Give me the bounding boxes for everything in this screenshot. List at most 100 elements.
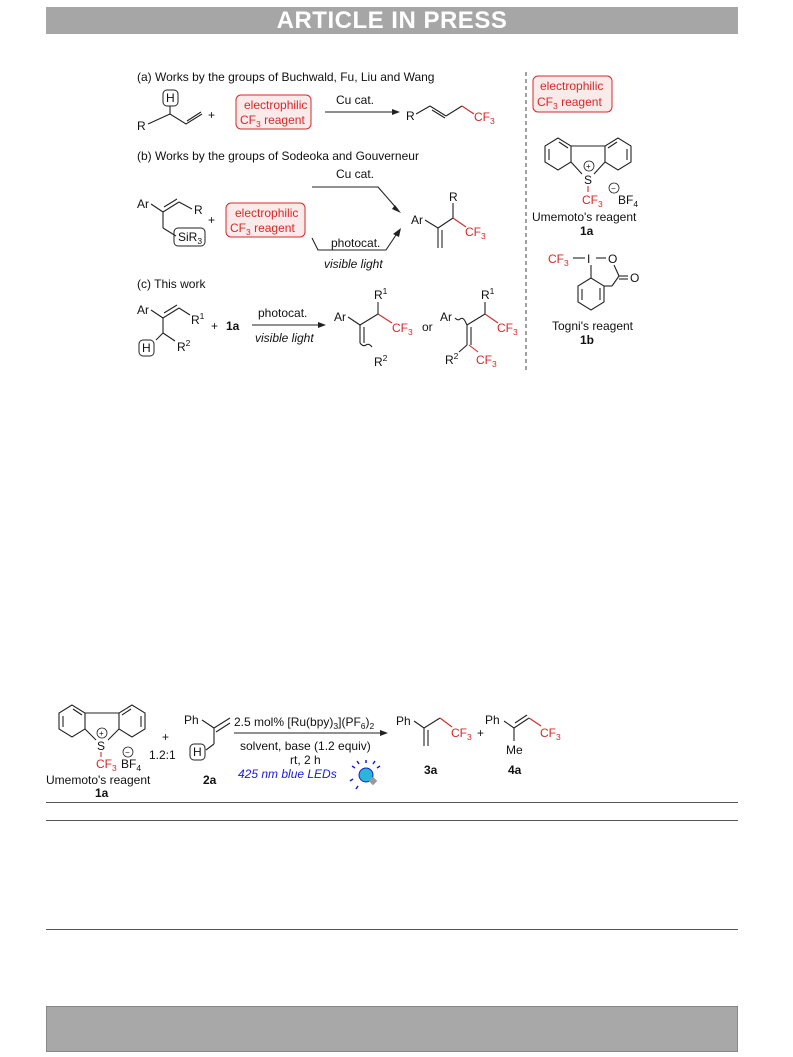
svg-text:BF4: BF4 xyxy=(121,757,141,773)
reagent-box-right: electrophilic CF3 reagent xyxy=(532,75,613,113)
svg-text:−: − xyxy=(611,184,616,193)
svg-text:R: R xyxy=(137,119,146,133)
svg-text:CF3: CF3 xyxy=(96,757,117,773)
svg-text:R: R xyxy=(194,203,203,217)
table-rule-top xyxy=(46,802,738,803)
svg-text:SiR3: SiR3 xyxy=(178,230,202,246)
product-b: Ar R CF3 xyxy=(411,190,486,248)
photocat-label-b: photocat. xyxy=(331,236,380,250)
svg-text:H: H xyxy=(193,745,202,759)
svg-text:425 nm blue LEDs: 425 nm blue LEDs xyxy=(238,767,337,781)
reagent-box-a: electrophilic CF3 reagent xyxy=(235,94,312,130)
svg-text:Ph: Ph xyxy=(485,713,500,727)
svg-text:CF3: CF3 xyxy=(465,225,486,241)
reaction-conditions: 2.5 mol% [Ru(bpy)3](PF6)2 solvent, base … xyxy=(234,715,388,781)
svg-text:R2: R2 xyxy=(374,353,388,369)
svg-text:+: + xyxy=(162,730,169,744)
svg-text:Ar: Ar xyxy=(137,303,149,317)
label-3a: 3a xyxy=(424,763,438,777)
substrate-b: Ar R SiR3 xyxy=(137,197,206,247)
svg-text:O: O xyxy=(608,252,617,266)
reagent-1a-ref: 1a xyxy=(226,319,240,333)
togni-label: 1b xyxy=(580,333,594,347)
svg-text:CF3: CF3 xyxy=(540,726,561,742)
table-rule-header xyxy=(46,820,738,821)
or-label: or xyxy=(422,320,433,334)
svg-text:+: + xyxy=(586,162,591,171)
svg-text:R2: R2 xyxy=(177,338,191,354)
substrate-c: Ar R1 R2 H xyxy=(137,303,205,357)
svg-text:Ar: Ar xyxy=(137,197,149,211)
product-3a: Ph CF3 xyxy=(396,714,472,746)
svg-text:electrophilic: electrophilic xyxy=(235,206,298,220)
svg-text:+: + xyxy=(477,726,484,740)
umemoto-name-2: Umemoto's reagent xyxy=(46,773,151,787)
umemoto-reagent-structure-2: S + CF3 − BF4 xyxy=(58,704,146,773)
svg-text:CF3: CF3 xyxy=(548,252,569,268)
svg-text:R1: R1 xyxy=(481,286,495,302)
svg-text:+: + xyxy=(208,108,215,122)
visible-light-label-c: visible light xyxy=(255,331,314,345)
header-a: (a) Works by the groups of Buchwald, Fu,… xyxy=(137,70,434,84)
svg-text:−: − xyxy=(125,748,130,757)
blue-led-icon xyxy=(349,760,381,790)
svg-text:I: I xyxy=(587,252,590,266)
svg-text:CF3: CF3 xyxy=(497,321,518,337)
label-1a: 1a xyxy=(95,786,109,800)
reagent-box-b: electrophilic CF3 reagent xyxy=(225,202,306,238)
svg-text:R2: R2 xyxy=(445,351,459,367)
svg-text:H: H xyxy=(142,341,151,355)
scheme-2: S + CF3 − BF4 Umemoto's reagent 1a + 1.2… xyxy=(46,704,561,800)
svg-text:2.5 mol% [Ru(bpy)3](PF6)2: 2.5 mol% [Ru(bpy)3](PF6)2 xyxy=(234,715,375,731)
label-4a: 4a xyxy=(508,763,522,777)
svg-text:S: S xyxy=(97,739,105,753)
svg-text:CF3: CF3 xyxy=(476,353,497,369)
svg-text:O: O xyxy=(630,271,639,285)
svg-text:+: + xyxy=(208,213,215,227)
product-a: R CF3 xyxy=(406,105,495,126)
visible-light-label-b: visible light xyxy=(324,257,383,271)
svg-text:electrophilic: electrophilic xyxy=(540,79,603,93)
svg-text:Me: Me xyxy=(506,743,523,757)
substrate-a: H R xyxy=(137,89,203,133)
banner-text: ARTICLE IN PRESS xyxy=(276,6,508,34)
svg-text:R: R xyxy=(449,190,458,204)
svg-text:H: H xyxy=(166,91,175,105)
svg-text:CF3 reagent: CF3 reagent xyxy=(240,113,305,129)
cu-cat-label-b: Cu cat. xyxy=(336,167,374,181)
svg-text:+: + xyxy=(211,319,218,333)
header-c: (c) This work xyxy=(137,277,206,291)
svg-text:CF3: CF3 xyxy=(582,193,603,209)
svg-text:R1: R1 xyxy=(191,311,205,327)
svg-text:R1: R1 xyxy=(374,286,388,302)
product-c1: Ar R2 R1 CF3 xyxy=(334,286,413,369)
svg-text:R: R xyxy=(406,109,415,123)
svg-text:solvent, base (1.2 equiv): solvent, base (1.2 equiv) xyxy=(240,739,371,753)
svg-text:BF4: BF4 xyxy=(618,193,638,209)
substrate-2a: Ph H xyxy=(184,713,231,761)
umemoto-name: Umemoto's reagent xyxy=(532,210,637,224)
svg-text:electrophilic: electrophilic xyxy=(244,98,307,112)
svg-text:CF3 reagent: CF3 reagent xyxy=(230,221,295,237)
togni-name: Togni's reagent xyxy=(552,319,634,333)
svg-text:CF3: CF3 xyxy=(392,321,413,337)
article-in-press-banner: ARTICLE IN PRESS xyxy=(46,7,738,34)
togni-reagent-structure: CF3 I O O xyxy=(548,252,639,311)
header-b: (b) Works by the groups of Sodeoka and G… xyxy=(137,149,419,163)
svg-text:Ph: Ph xyxy=(396,714,411,728)
cu-cat-label-a: Cu cat. xyxy=(336,93,374,107)
product-c2: Ar R2 CF3 R1 CF3 xyxy=(440,286,518,369)
ratio: 1.2:1 xyxy=(149,748,176,762)
table-rule-bottom xyxy=(46,929,738,930)
label-2a: 2a xyxy=(203,773,217,787)
photocat-label-c: photocat. xyxy=(258,306,307,320)
umemoto-reagent-structure: S + CF3 − BF4 xyxy=(544,137,638,209)
product-4a: Ph CF3 Me xyxy=(485,713,561,757)
svg-text:S: S xyxy=(584,173,592,187)
svg-text:CF3: CF3 xyxy=(451,726,472,742)
svg-text:CF3 reagent: CF3 reagent xyxy=(537,95,602,111)
footer-bar xyxy=(46,1006,738,1052)
svg-text:Ph: Ph xyxy=(184,713,199,727)
svg-text:Ar: Ar xyxy=(440,310,452,324)
